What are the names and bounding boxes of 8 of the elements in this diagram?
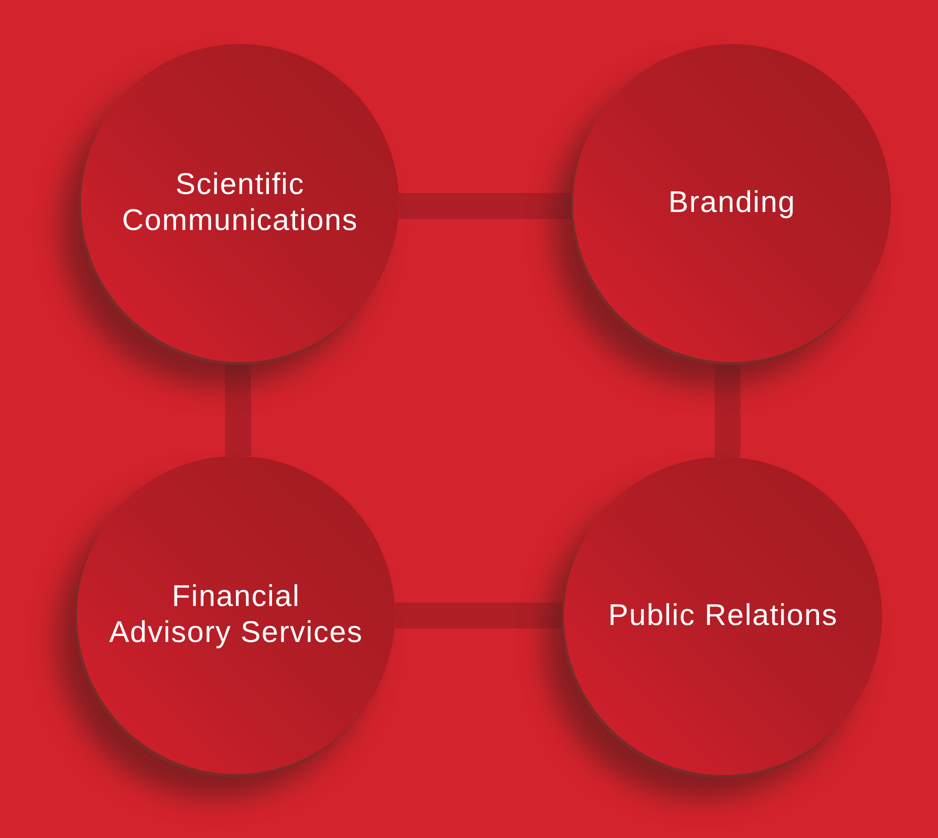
connector-bar	[225, 362, 251, 456]
connector-bar	[714, 362, 740, 458]
node-label: Financial Advisory Services	[108, 579, 364, 651]
node-label: Branding	[667, 185, 797, 221]
connector-bar	[398, 193, 574, 219]
node-label: Public Relations	[607, 598, 839, 634]
connector-bar	[395, 602, 564, 628]
node-label: Scientific Communications	[120, 167, 360, 239]
